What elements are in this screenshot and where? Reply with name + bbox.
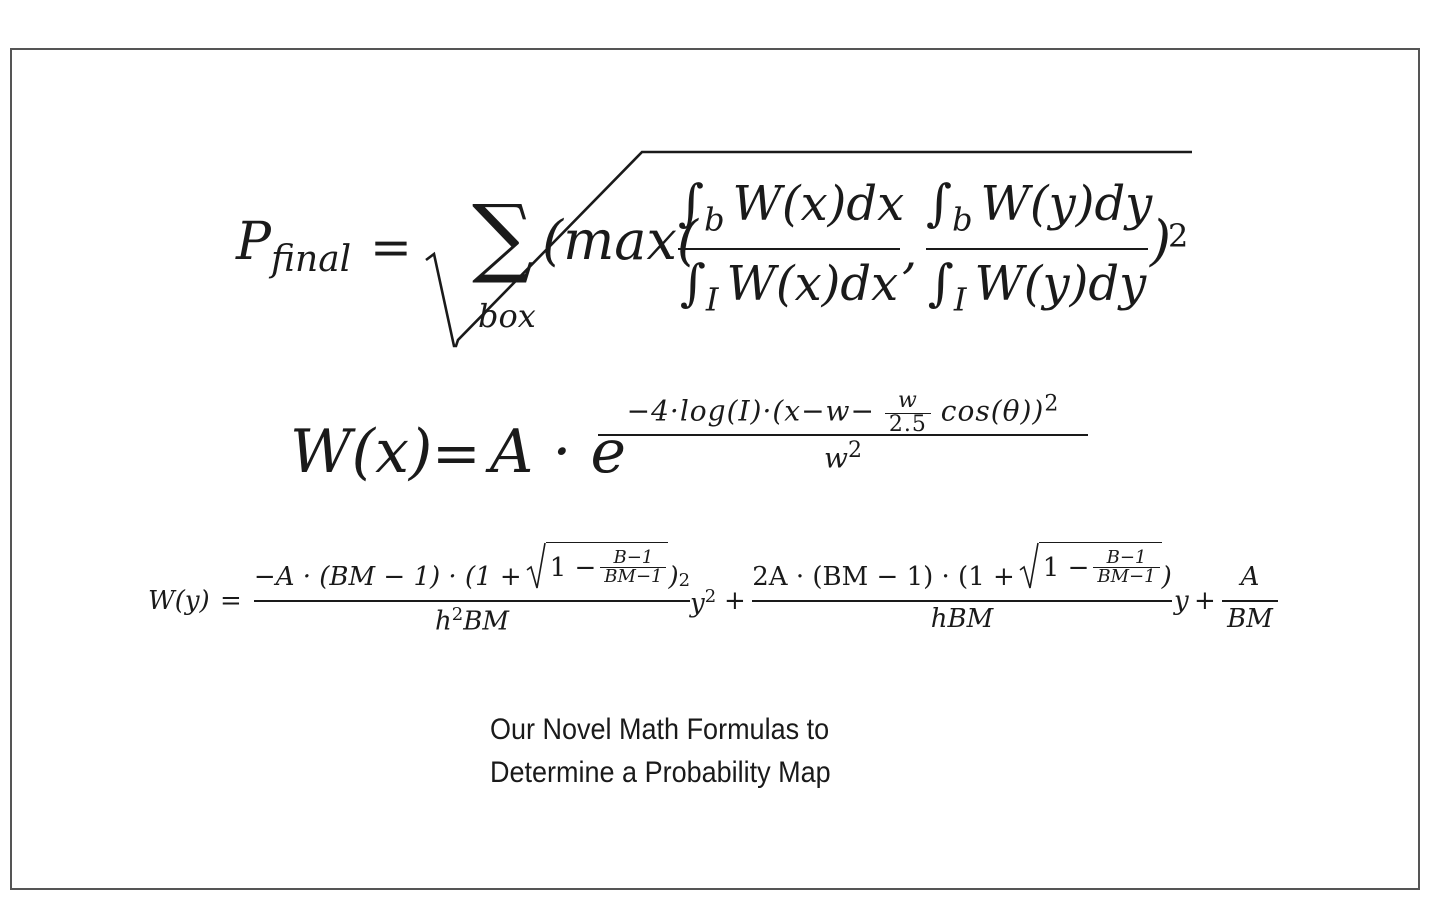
inner-num: w — [897, 388, 918, 413]
sum-symbol: ∑ — [472, 187, 534, 287]
fraction-bar — [926, 248, 1148, 250]
caption-line-2: Determine a Probability Map — [490, 756, 831, 789]
term-1-radical-den: BM−1 — [604, 566, 663, 588]
comma: , — [902, 224, 918, 280]
exponent-numerator-suffix: cos(θ)) — [940, 394, 1045, 428]
term-2-radical: 1 − B−1 BM−1 — [1019, 542, 1162, 590]
w-x-lhs: W(x) — [290, 417, 433, 487]
exponent-fraction: −4·log(I)·(x−w− w 2.5 cos(θ))2 w2 — [598, 384, 1088, 474]
term-2-radical-den: BM−1 — [1097, 566, 1156, 588]
integral-sign: ∫ — [927, 254, 954, 312]
fraction-bar — [598, 434, 1088, 436]
integral-sub-i: I — [953, 280, 967, 319]
w-over-2-5: w 2.5 — [884, 388, 931, 438]
max-close: ) — [1150, 209, 1172, 272]
term-2-den: hBM — [930, 604, 994, 634]
term-1-fraction: −A · (BM − 1) · (1 + 1 − B−1 BM−1 )2 h2B… — [254, 538, 690, 648]
equals-sign: = — [220, 586, 242, 616]
term-1-radical-num: B−1 — [613, 546, 654, 568]
sum-index: box — [478, 297, 536, 335]
radical-sign — [425, 150, 1192, 348]
term-1-prefix: −A · (BM − 1) · (1 + — [253, 562, 522, 592]
a-times-e: A · e — [490, 417, 627, 487]
figure-frame — [10, 48, 1420, 890]
caption-line-1: Our Novel Math Formulas to — [490, 713, 830, 746]
exponent-denominator-power: 2 — [847, 438, 862, 463]
term-1-den-bm: BM — [463, 606, 509, 637]
formula-w-x: W(x) = A · e −4·log(I)·(x−w− w 2.5 cos(θ… — [290, 384, 1090, 494]
term-1-radical: 1 − B−1 BM−1 — [526, 542, 669, 590]
numerator-wy: W(y)dy — [980, 176, 1153, 232]
p-final-symbol: P — [236, 212, 271, 272]
figure-caption: Our Novel Math Formulas to Determine a P… — [490, 708, 831, 794]
fraction-bar — [752, 600, 1172, 602]
term-3-den: BM — [1227, 604, 1273, 634]
exponent-numerator-power: 2 — [1044, 391, 1060, 417]
exponent-numerator-prefix: −4·log(I)·(x−w− — [626, 394, 875, 428]
term-3-num: A — [1240, 562, 1260, 592]
integral-sub-i: I — [705, 280, 719, 319]
w-y-lhs: W(y) — [148, 586, 210, 616]
term-2-suffix: ) — [1161, 562, 1172, 592]
fraction-bar — [678, 248, 900, 250]
fraction-bar — [254, 600, 690, 602]
term-1-den-h: h — [435, 606, 452, 637]
integral-sign: ∫ — [678, 174, 705, 232]
p-final-subscript: final — [271, 239, 352, 280]
var-y-power: 2 — [704, 586, 717, 607]
equals-sign: = — [432, 419, 481, 487]
term-1-suffix: ) — [668, 562, 679, 592]
integral-sign: ∫ — [926, 174, 953, 232]
formula-w-y: W(y) = −A · (BM − 1) · (1 + 1 − B−1 BM−1… — [148, 538, 1278, 648]
term-2-radical-num: B−1 — [1106, 546, 1147, 568]
plus-sign: + — [1194, 586, 1216, 616]
term-1-den-power: 2 — [451, 604, 464, 625]
var-y: y — [1174, 586, 1189, 616]
outer-exponent: 2 — [1168, 217, 1189, 255]
term-1-radical-lead: 1 − — [549, 552, 597, 583]
term-1-power: 2 — [678, 570, 691, 591]
var-y: y — [690, 588, 705, 619]
equals-sign: = — [370, 218, 412, 276]
inner-den: 2.5 — [888, 412, 927, 438]
denominator-wx: W(x)dx — [726, 256, 899, 312]
denominator-wy: W(y)dy — [974, 256, 1147, 312]
var-y-squared: y2 — [690, 588, 716, 617]
term-2-prefix: 2A · (BM − 1) · (1 + — [752, 562, 1015, 592]
plus-sign: + — [724, 586, 746, 616]
term-2-fraction: 2A · (BM − 1) · (1 + 1 − B−1 BM−1 ) hBM — [752, 538, 1172, 648]
exponent-denominator: w — [824, 441, 848, 475]
term-2-radical-lead: 1 − — [1042, 552, 1090, 583]
integral-sub-b: b — [952, 200, 973, 239]
fraction-bar — [1222, 600, 1278, 602]
numerator-wx: W(x)dx — [732, 176, 905, 232]
term-3-fraction: A BM — [1222, 538, 1278, 648]
max-open: (max( — [542, 209, 698, 272]
integral-sign: ∫ — [679, 254, 706, 312]
integral-sub-b: b — [704, 200, 725, 239]
